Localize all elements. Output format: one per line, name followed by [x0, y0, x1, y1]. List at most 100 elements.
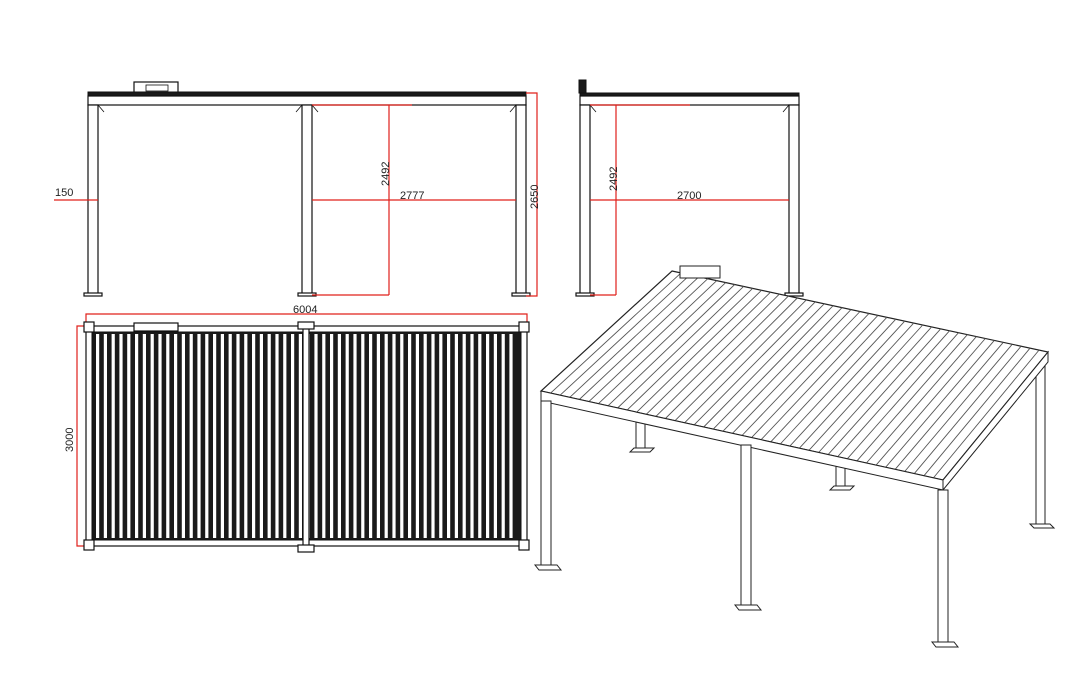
iso-roof-slat — [645, 291, 771, 415]
iso-post-back-right — [1035, 361, 1046, 525]
iso-roof-slat — [598, 282, 727, 405]
front-dim-bay-width: 2777 — [400, 190, 424, 202]
top-louver-slat — [96, 334, 100, 538]
top-louver-slat — [119, 334, 123, 538]
top-louver-slat — [142, 334, 146, 538]
iso-roof-slat — [550, 272, 682, 394]
iso-roof-slat — [818, 326, 932, 453]
top-louver-slat — [501, 334, 505, 538]
iso-roof-slat — [904, 344, 1013, 472]
iso-roof-slat — [808, 324, 924, 451]
top-post-cap-tr — [518, 321, 530, 333]
top-louver-slat — [314, 334, 318, 538]
top-louver-slat — [361, 334, 365, 538]
top-post-cap-bl — [83, 539, 95, 551]
front-bracket — [97, 104, 517, 113]
top-louver-slat — [384, 334, 388, 538]
iso-roof-slat — [789, 320, 906, 447]
top-louver-slat — [135, 334, 139, 538]
top-louver-slat — [103, 334, 107, 538]
top-louver-slat — [127, 334, 131, 538]
top-louver-slat — [478, 334, 482, 538]
side-bracket — [589, 104, 790, 113]
iso-roof-slat — [760, 315, 879, 441]
iso-roof-slat — [827, 328, 941, 455]
top-louver-slats — [96, 334, 513, 538]
front-post-right — [515, 104, 527, 296]
top-louver-slat — [236, 334, 240, 538]
top-louver-slat — [298, 334, 302, 538]
iso-roof-slat — [875, 338, 986, 466]
top-louver-slat — [322, 334, 326, 538]
front-dim-clear-height-line — [312, 104, 412, 296]
iso-roof-slat — [712, 305, 834, 430]
top-louver-slat — [439, 334, 443, 538]
top-louver-slat — [205, 334, 209, 538]
top-louver-slat — [213, 334, 217, 538]
front-foot-right — [511, 292, 531, 297]
top-louver-slat — [252, 334, 256, 538]
top-dim-total-width: 6004 — [293, 304, 317, 316]
iso-roof-slat — [885, 340, 995, 468]
iso-roof-slat — [674, 297, 798, 422]
top-louver-slat — [267, 334, 271, 538]
iso-post-front-right — [937, 489, 949, 643]
top-louver-slat — [150, 334, 154, 538]
top-louver-slat — [111, 334, 115, 538]
top-louver-slat — [345, 334, 349, 538]
iso-roof-slat — [894, 342, 1004, 470]
iso-roof-slat — [665, 295, 789, 419]
top-louver-slat — [291, 334, 295, 538]
iso-roof-slat — [636, 289, 762, 413]
top-louver-slat — [166, 334, 170, 538]
front-view: 150 2777 2492 2650 — [54, 81, 541, 297]
top-louver-slat — [337, 334, 341, 538]
side-roof-beam — [579, 95, 800, 106]
top-louver-slat — [220, 334, 224, 538]
iso-foot-front-left — [533, 564, 563, 571]
top-dim-total-width-line — [85, 313, 528, 324]
front-dim-side-offset: 150 — [55, 187, 73, 199]
front-dim-total-height: 2650 — [529, 185, 541, 209]
top-louver-slat — [174, 334, 178, 538]
iso-roof-slat — [626, 288, 753, 411]
iso-roof-slat — [607, 284, 736, 407]
top-post-cap-mb — [297, 544, 315, 553]
iso-roof-slat — [722, 307, 843, 432]
top-louver-slat — [181, 334, 185, 538]
iso-roof-slat — [741, 311, 861, 436]
front-dim-clear-height: 2492 — [380, 162, 392, 186]
top-louver-slat — [431, 334, 435, 538]
side-post-left — [579, 104, 591, 296]
iso-roof-slats — [550, 272, 1040, 479]
side-dim-depth: 2700 — [677, 190, 701, 202]
iso-motor-box — [679, 265, 721, 279]
top-view: 6004 3000 — [64, 304, 530, 553]
front-roof-beam — [87, 95, 527, 106]
iso-roof-slat — [837, 330, 950, 457]
iso-roof-slat — [779, 318, 897, 445]
iso-roof-slat — [846, 332, 959, 460]
side-view: 2492 2700 — [575, 79, 804, 297]
top-beam-middle — [302, 325, 310, 547]
iso-roof-slat — [923, 347, 1031, 477]
iso-roof-slat — [588, 280, 718, 402]
iso-roof-slat — [617, 286, 744, 409]
top-louver-slat — [493, 334, 497, 538]
iso-roof-slat — [703, 303, 825, 428]
top-louver-slat — [189, 334, 193, 538]
side-motor-box — [578, 79, 587, 94]
top-louver-slat — [462, 334, 466, 538]
iso-post-front-left — [540, 400, 552, 566]
top-louver-slat — [283, 334, 287, 538]
top-louver-slat — [392, 334, 396, 538]
top-louver-slat — [259, 334, 263, 538]
top-louver-slat — [509, 334, 513, 538]
iso-roof-slat — [578, 278, 709, 400]
iso-roof-slat — [913, 345, 1022, 474]
top-louver-slat — [244, 334, 248, 538]
top-louver-slat — [330, 334, 334, 538]
top-post-cap-br — [518, 539, 530, 551]
front-motor-box-inner — [145, 84, 169, 92]
